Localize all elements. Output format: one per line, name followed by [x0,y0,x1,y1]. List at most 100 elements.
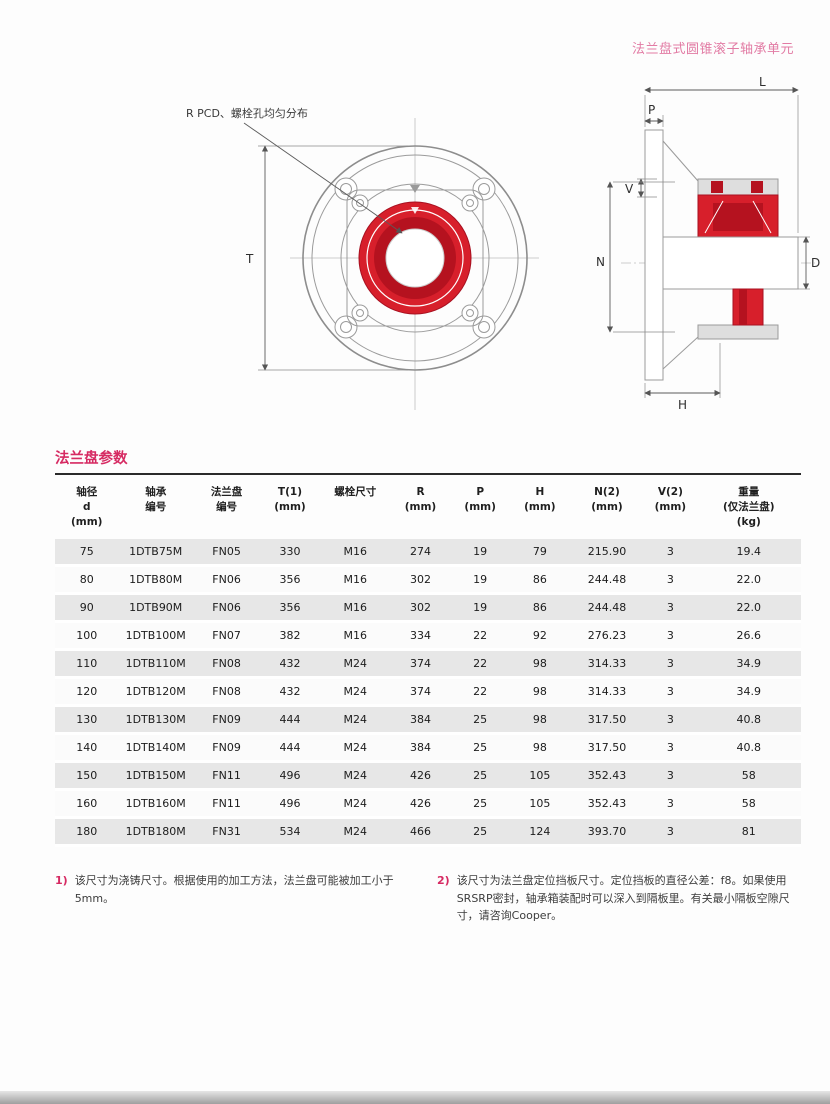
table-cell: FN06 [212,572,241,586]
dimension-label-P: P [648,103,655,117]
table-cell: 1DTB140M [125,740,186,754]
table-cell: 180 [76,824,98,838]
table-cell: 22 [473,684,488,698]
column-header: 螺栓尺寸 [334,486,377,498]
table-cell: 3 [666,656,674,670]
table-cell: 25 [473,712,488,726]
table-cell: 432 [279,684,301,698]
table-cell: 105 [529,768,551,782]
column-header: P(mm) [464,486,496,514]
table-cell: 22 [473,656,488,670]
callout-leader-line [243,122,403,234]
front-view-drawing: T R PCD、螺栓孔均匀分布 [186,106,539,410]
table-cell: 1DTB90M [129,600,183,614]
table-cell: 40.8 [736,740,761,754]
table-cell: 274 [409,544,431,558]
table-cell: 81 [741,824,756,838]
table-cell: 444 [279,740,301,754]
dimension-T: T [245,145,408,371]
table-cell: 374 [409,656,431,670]
table-cell: 466 [409,824,431,838]
table-cell: 3 [666,684,674,698]
table-cell: 334 [409,628,431,642]
dimension-L: L [644,75,799,233]
table-cell: 374 [409,684,431,698]
table-cell: FN09 [212,712,241,726]
table-cell: 1DTB150M [125,768,186,782]
column-header: 重量(仅法兰盘)(kg) [722,486,775,529]
table-cell: 140 [76,740,98,754]
table-cell: 98 [532,740,547,754]
table-cell: 1DTB130M [125,712,186,726]
table-cell: M16 [343,600,367,614]
table-cell: 1DTB180M [125,824,186,838]
table-cell: 444 [279,712,301,726]
table-cell: 1DTB110M [125,656,186,670]
table-cell: 22 [473,628,488,642]
table-cell: M16 [343,572,367,586]
table-cell: 426 [409,768,431,782]
table-cell: M24 [343,712,367,726]
flange-plate-section [644,129,664,381]
table-title: 法兰盘参数 [55,447,801,475]
table-cell: 302 [409,572,431,586]
table-cell: M16 [343,628,367,642]
table-cell: 34.9 [736,656,761,670]
table-cell: 330 [279,544,301,558]
table-cell: 3 [666,600,674,614]
footnote-1-marker: 1) [55,874,68,887]
table-cell: 3 [666,572,674,586]
table-cell: M24 [343,684,367,698]
table-cell: 3 [666,628,674,642]
table-cell: M24 [343,656,367,670]
table-cell: 534 [279,824,301,838]
table-cell: 276.23 [587,628,627,642]
table-cell: 382 [279,628,301,642]
table-cell: 3 [666,712,674,726]
table-cell: 1DTB120M [125,684,186,698]
table-cell: 25 [473,768,488,782]
ring-marker-triangle [411,207,419,214]
table-cell: M24 [343,740,367,754]
table-cell: 58 [741,796,756,810]
table-cell: 98 [532,684,547,698]
table-cell: 244.48 [587,600,627,614]
table-cell: 86 [532,600,547,614]
table-cell: 124 [529,824,551,838]
table-cell: 130 [76,712,98,726]
table-cell: 58 [741,768,756,782]
table-cell: 105 [529,796,551,810]
table-cell: FN08 [212,684,241,698]
dimension-H: H [644,343,721,412]
table-cell: 314.33 [587,656,627,670]
table-cell: FN08 [212,656,241,670]
table-cell: 244.48 [587,572,627,586]
flange-outline [302,145,528,371]
table-cell: 22.0 [736,572,761,586]
table-cell: 302 [409,600,431,614]
table-cell: 352.43 [587,796,627,810]
dimension-label-V: V [625,182,634,196]
grease-fitting-mark [410,185,420,193]
column-header: R(mm) [404,486,437,514]
table-cell: 352.43 [587,768,627,782]
table-cell: 215.90 [587,544,627,558]
dimension-label-T: T [245,252,254,266]
table-cell: 393.70 [587,824,627,838]
table-cell: 384 [409,740,431,754]
table-cell: 150 [76,768,98,782]
dimension-label-D: D [811,256,820,270]
table-cell: FN07 [212,628,241,642]
table-cell: 3 [666,768,674,782]
footnote-2-marker: 2) [437,874,450,887]
column-header: T(1)(mm) [274,486,306,514]
